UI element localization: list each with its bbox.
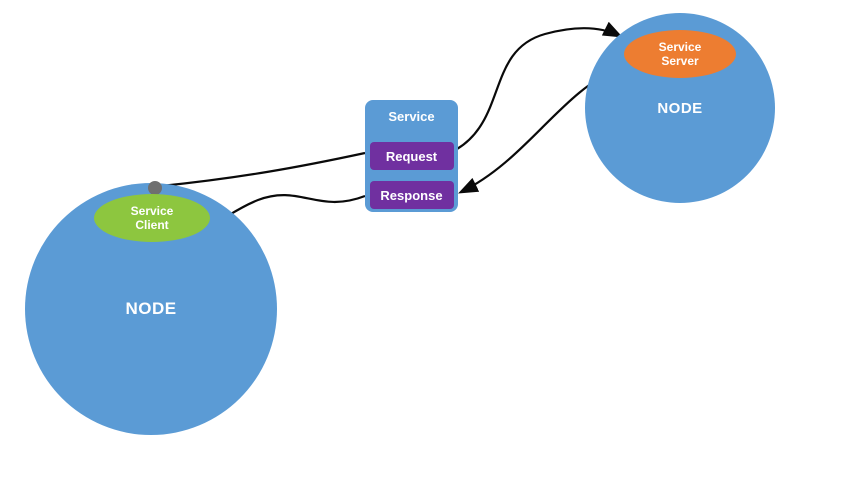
response-box: Response (369, 181, 454, 209)
service-server-ellipse: Service Server (624, 30, 736, 78)
client-to-request-arrow (160, 151, 366, 188)
left-node-label: NODE (125, 299, 177, 318)
service-box: Service Request Response (365, 100, 458, 212)
request-box: Request (369, 142, 454, 170)
service-client-label: Service Client (130, 203, 174, 232)
service-client-ellipse: Service Client (94, 194, 210, 242)
right-node-label: NODE (657, 99, 703, 117)
connection-dot (148, 181, 162, 195)
service-server-label: Service Server (658, 39, 702, 68)
service-box-title: Service (388, 109, 435, 124)
